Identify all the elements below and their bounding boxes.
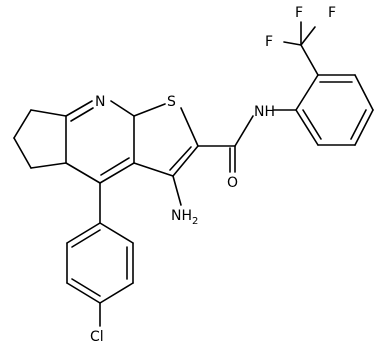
bond <box>13 137 32 169</box>
fluorine-right-label: F <box>328 5 336 21</box>
bond <box>283 41 302 46</box>
bond <box>354 74 374 111</box>
fluorine-center-label: F <box>295 5 303 21</box>
bond <box>65 162 101 184</box>
bond <box>302 109 322 140</box>
bond <box>99 162 135 184</box>
bonds <box>13 21 374 327</box>
bond <box>66 222 101 244</box>
bond <box>110 100 135 117</box>
bond <box>133 103 166 117</box>
bond <box>99 282 134 304</box>
carbonyl-oxygen-label: O <box>227 175 238 191</box>
bond <box>65 100 93 117</box>
bond <box>30 162 67 169</box>
amide-nh-label: NH <box>254 104 275 120</box>
bond <box>295 109 319 146</box>
bond <box>234 115 254 147</box>
bond <box>300 44 319 76</box>
amino-nh: NH <box>171 208 192 224</box>
bond <box>100 157 130 176</box>
bond <box>71 229 101 248</box>
sulfur-label: S <box>167 94 176 110</box>
bond <box>13 109 32 139</box>
amino-subscript: 2 <box>192 216 198 227</box>
nitrogen-label: N <box>95 94 105 110</box>
amino-label: NH2 <box>171 208 198 227</box>
chlorine-label: Cl <box>90 329 104 345</box>
atom-labels: N S NH O NH2 Cl F F F <box>90 5 336 345</box>
bond <box>172 175 182 206</box>
bond <box>30 109 67 117</box>
bond <box>300 26 316 46</box>
bond <box>180 107 199 147</box>
bond <box>99 222 134 244</box>
bond <box>133 162 174 177</box>
bond <box>295 74 319 111</box>
bond <box>71 278 101 297</box>
bond <box>169 146 192 171</box>
bond <box>70 107 94 122</box>
bond <box>172 145 199 177</box>
fluorine-left-label: F <box>265 34 273 50</box>
bond <box>350 109 367 140</box>
bond <box>66 282 101 304</box>
bond <box>354 109 374 146</box>
